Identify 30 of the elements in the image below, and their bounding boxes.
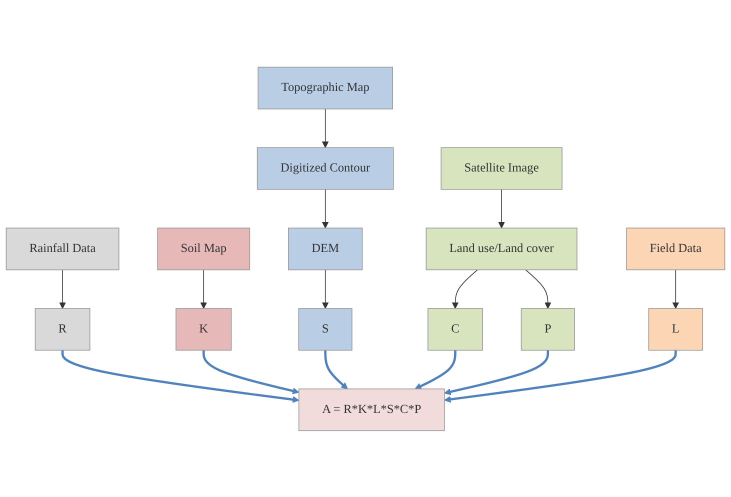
arrow [61,350,300,402]
node-box: R [34,308,90,350]
node-box: Topographic Map [258,66,393,109]
arrow [672,268,680,308]
arrow [498,188,505,228]
node-box: A = R*K*L*S*C*P [298,388,445,431]
node-box: Land use/Land cover [426,227,578,270]
arrow [322,188,329,228]
node-box: K [176,308,232,350]
node-box: S [298,308,352,350]
node-box: C [428,308,483,350]
arrow [200,268,208,308]
arrow [452,268,478,308]
arrow [322,108,329,148]
node-box: L [648,308,704,350]
arrow [59,268,66,308]
node-box: Rainfall Data [6,227,120,270]
arrow [322,268,329,308]
arrow [525,268,552,308]
arrow [324,350,348,389]
node-box: Satellite Image [440,146,562,190]
arrow [444,350,677,402]
node-box: DEM [288,227,363,270]
arrow [444,350,550,395]
arrow [414,350,456,389]
node-box: Soil Map [157,227,250,270]
node-box: Digitized Contour [256,146,394,190]
node-box: P [520,308,575,350]
arrow [202,350,300,394]
node-box: Field Data [626,227,726,270]
